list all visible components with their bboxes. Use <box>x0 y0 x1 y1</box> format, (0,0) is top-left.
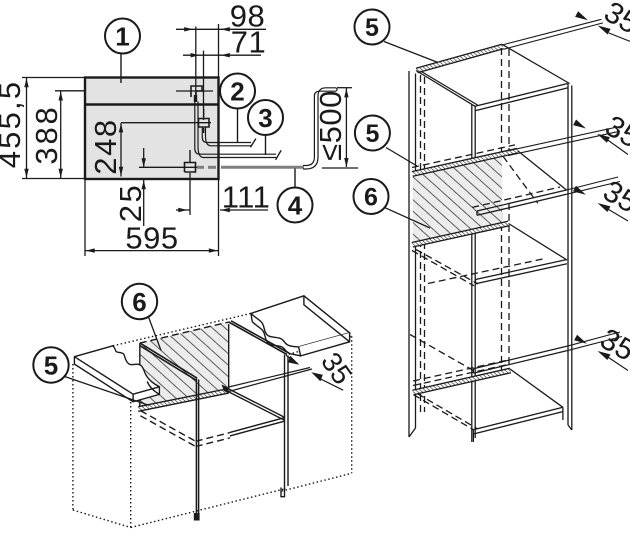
svg-text:6: 6 <box>364 184 378 212</box>
svg-text:≤500: ≤500 <box>313 90 348 161</box>
svg-text:5: 5 <box>365 14 379 42</box>
svg-text:3: 3 <box>258 103 272 133</box>
svg-text:35: 35 <box>595 322 630 367</box>
svg-text:71: 71 <box>231 25 266 60</box>
svg-text:4: 4 <box>288 191 303 221</box>
svg-text:388: 388 <box>29 104 64 164</box>
svg-text:2: 2 <box>230 77 244 107</box>
svg-text:6: 6 <box>132 287 146 317</box>
svg-text:5: 5 <box>44 351 58 381</box>
svg-text:248: 248 <box>88 118 123 175</box>
svg-text:5: 5 <box>365 120 379 148</box>
svg-text:111: 111 <box>222 180 271 215</box>
svg-text:25: 25 <box>113 183 148 222</box>
svg-text:35: 35 <box>600 109 630 154</box>
svg-text:595: 595 <box>125 221 178 256</box>
svg-text:98: 98 <box>230 0 265 34</box>
svg-text:1: 1 <box>115 22 129 52</box>
svg-text:455,5: 455,5 <box>0 80 27 169</box>
